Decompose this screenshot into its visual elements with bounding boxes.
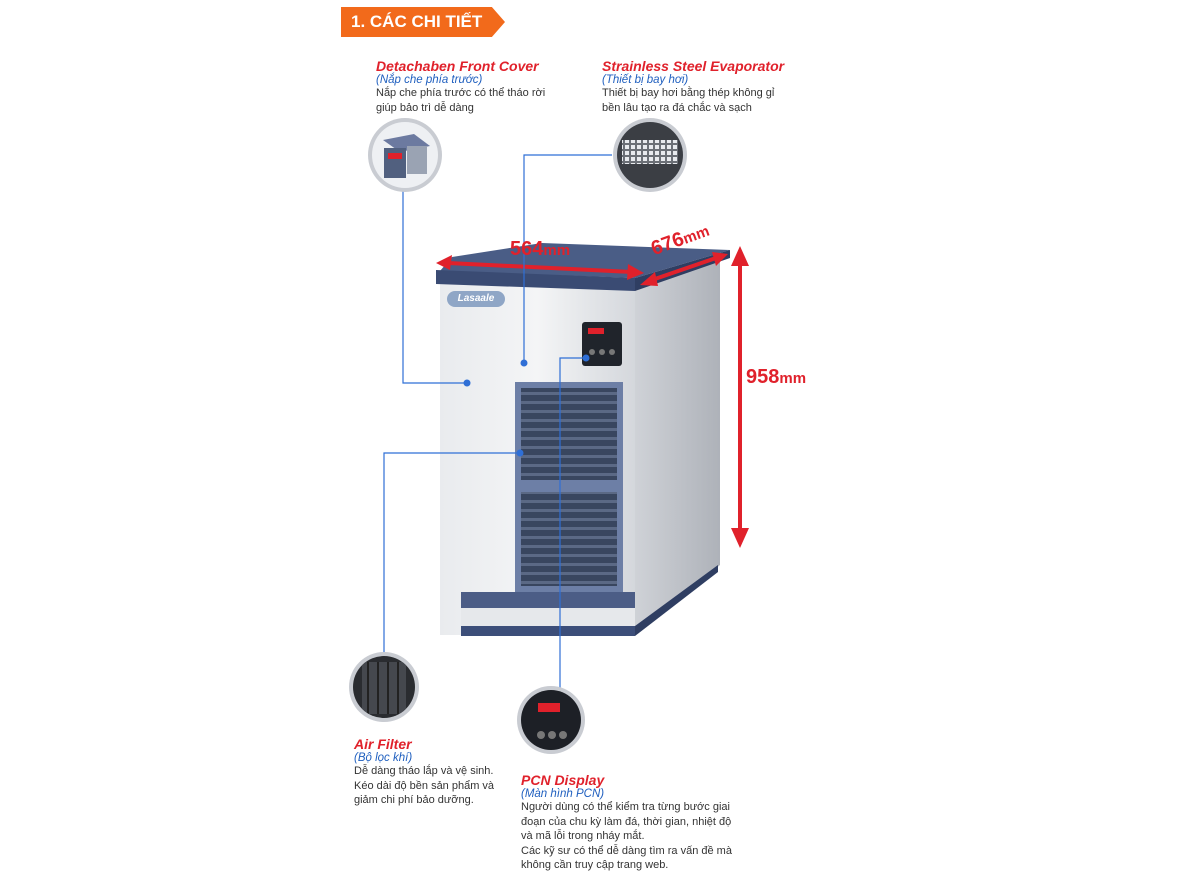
feature-description: Nắp che phía trước có thể tháo rời giúp … [376, 87, 546, 114]
front-cover-thumbnail [368, 118, 442, 192]
width-unit: mm [543, 242, 571, 259]
feature-description: Người dùng có thể kiểm tra từng bước gia… [521, 801, 732, 871]
evaporator-thumbnail [613, 118, 687, 192]
feature-title: Air Filter [354, 736, 412, 752]
pcn-display-thumbnail [517, 686, 585, 754]
leader-lines [383, 154, 612, 690]
leader-dots [463, 354, 590, 457]
feature-front-cover: Detachaben Front Cover (Nắp che phía trư… [376, 58, 591, 115]
feature-description: Thiết bị bay hơi bằng thép không gỉ bền … [602, 87, 775, 114]
feature-pcn-display: PCN Display (Màn hình PCN) Người dùng có… [521, 772, 771, 873]
feature-air-filter: Air Filter (Bộ lọc khí) Dễ dàng tháo lắp… [354, 736, 529, 808]
height-dimension-label: 958mm [746, 366, 806, 389]
width-value: 564 [510, 238, 544, 260]
height-unit: mm [779, 370, 807, 387]
feature-subtitle: (Nắp che phía trước) [376, 74, 483, 86]
air-filter-thumbnail [349, 652, 419, 722]
feature-subtitle: (Bộ lọc khí) [354, 752, 413, 764]
width-dimension-label: 564mm [510, 238, 570, 261]
feature-subtitle: (Thiết bị bay hơi) [602, 74, 689, 86]
feature-title: Detachaben Front Cover [376, 58, 539, 74]
brand-logo: Lasaale [447, 291, 505, 307]
feature-subtitle: (Màn hình PCN) [521, 788, 605, 800]
section-heading: 1. CÁC CHI TIẾT [341, 7, 505, 37]
feature-evaporator: Strainless Steel Evaporator (Thiết bị ba… [602, 58, 827, 115]
feature-title: PCN Display [521, 772, 605, 788]
feature-title: Strainless Steel Evaporator [602, 58, 785, 74]
dimension-arrows [436, 246, 749, 548]
feature-description: Dễ dàng tháo lắp và vệ sinh. Kéo dài độ … [354, 765, 495, 806]
height-value: 958 [746, 366, 780, 388]
